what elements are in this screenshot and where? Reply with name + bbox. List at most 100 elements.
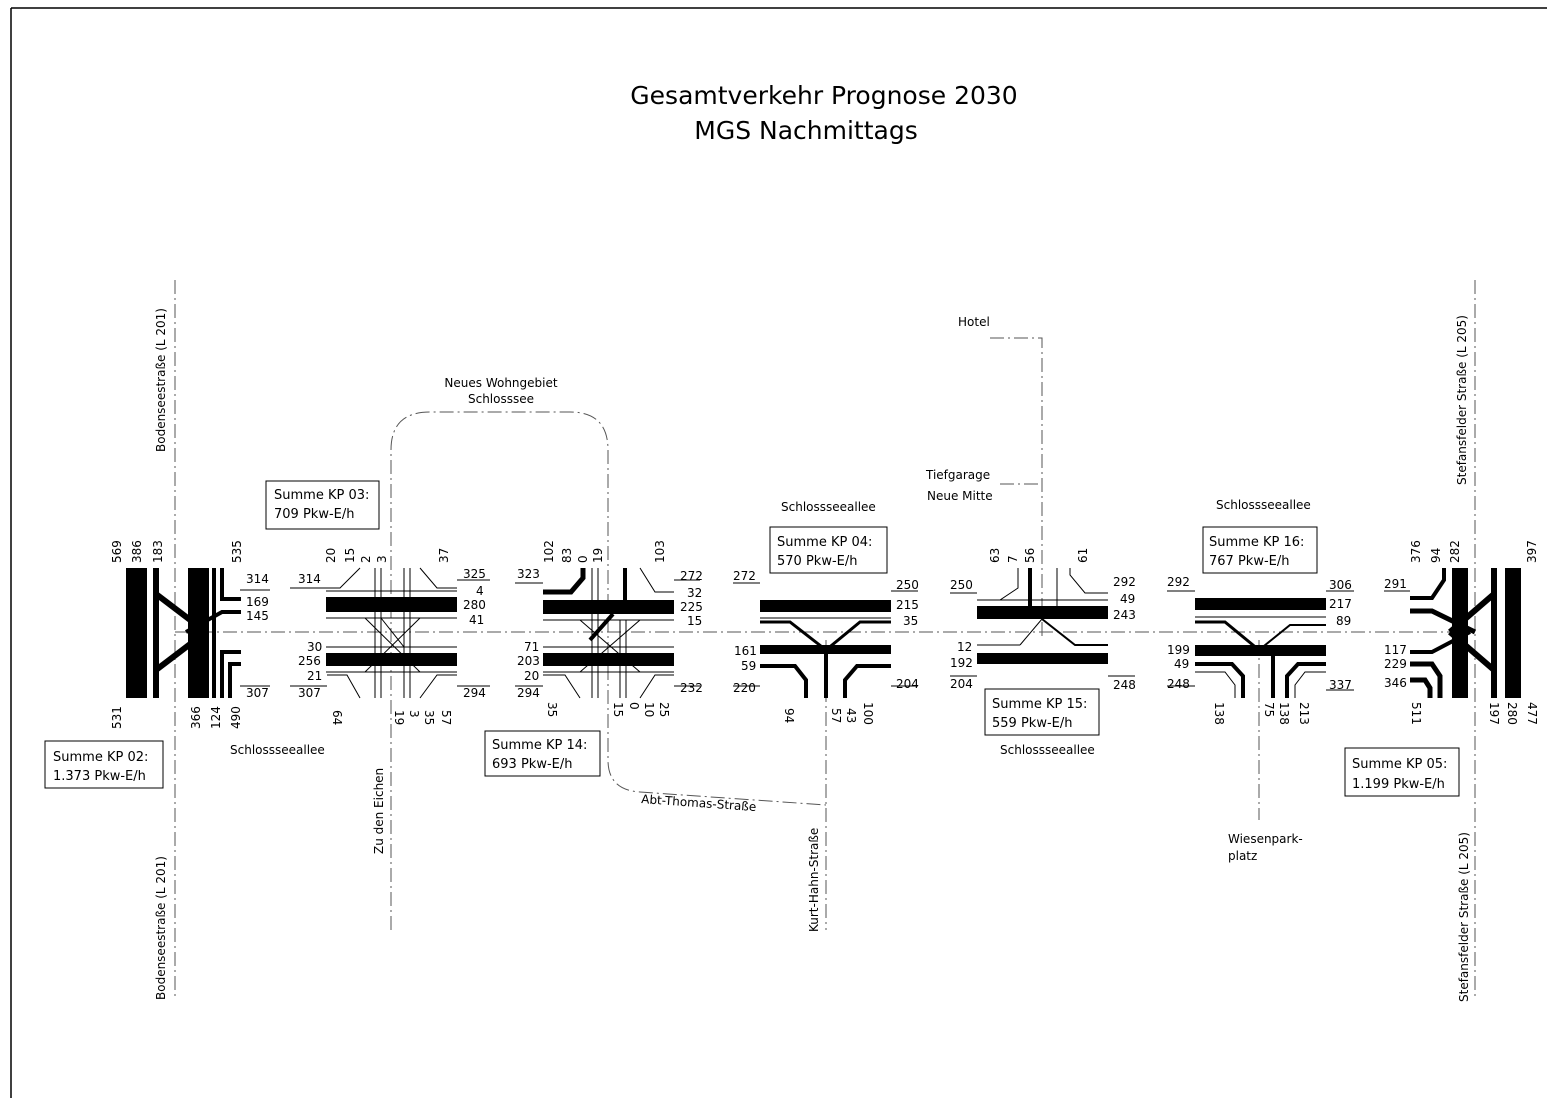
kp03-num-3b: 3 bbox=[407, 710, 421, 718]
sum-box-kp16: Summe KP 16: 767 Pkw-E/h bbox=[1202, 526, 1318, 574]
kp03-num-21: 21 bbox=[307, 669, 322, 683]
kp02-num-124: 124 bbox=[209, 706, 223, 729]
kp16-num-337: 337 bbox=[1329, 678, 1352, 692]
kp05-sum-line2: 1.199 Pkw-E/h bbox=[1352, 777, 1445, 792]
kp14-num-294: 294 bbox=[517, 686, 540, 700]
kp04-num-43: 43 bbox=[844, 708, 858, 723]
kp02-num-183: 183 bbox=[151, 540, 165, 563]
kp04-num-220: 220 bbox=[733, 681, 756, 695]
kp04-num-57: 57 bbox=[829, 708, 843, 723]
kp15-num-248: 248 bbox=[1113, 678, 1136, 692]
kp05-bar-south-in bbox=[1505, 568, 1521, 698]
kp04-num-35: 35 bbox=[903, 614, 918, 628]
kp14-num-323: 323 bbox=[517, 567, 540, 581]
sum-box-kp15: Summe KP 15: 559 Pkw-E/h bbox=[984, 688, 1100, 736]
kp14-num-203: 203 bbox=[517, 654, 540, 668]
kp15-num-192: 192 bbox=[950, 656, 973, 670]
label-neues-wohngebiet-1: Neues Wohngebiet bbox=[444, 376, 557, 390]
kp05-num-511: 511 bbox=[1409, 702, 1423, 725]
kp05-sum-line1: Summe KP 05: bbox=[1352, 757, 1447, 772]
kp03-sum-line1: Summe KP 03: bbox=[274, 488, 369, 503]
label-schlosssee-kp04: Schlossseeallee bbox=[781, 500, 876, 514]
kp03-num-57: 57 bbox=[439, 710, 453, 725]
kp02-num-531: 531 bbox=[110, 706, 124, 729]
wohngebiet-abt-thomas-axis bbox=[390, 411, 827, 806]
kp05-num-94: 94 bbox=[1429, 548, 1443, 563]
junction-kp14 bbox=[515, 567, 700, 699]
kp02-bar-north-in bbox=[126, 568, 147, 698]
kp03-num-280: 280 bbox=[463, 598, 486, 612]
kp15-num-250: 250 bbox=[950, 578, 973, 592]
kp03-num-294: 294 bbox=[463, 686, 486, 700]
kp02-num-314: 314 bbox=[246, 572, 269, 586]
sum-box-kp03: Summe KP 03: 709 Pkw-E/h bbox=[265, 480, 380, 530]
label-abt-thomas: Abt-Thomas-Straße bbox=[641, 792, 757, 814]
kp02-sum-line1: Summe KP 02: bbox=[53, 750, 148, 765]
kp05-num-117: 117 bbox=[1384, 643, 1407, 657]
kp15-num-63: 63 bbox=[988, 548, 1002, 563]
road-centerlines bbox=[174, 280, 1476, 1000]
kp14-num-19: 19 bbox=[591, 548, 605, 563]
kp14-diag bbox=[588, 612, 615, 642]
diagram-title-line1: Gesamtverkehr Prognose 2030 bbox=[630, 81, 1017, 110]
kp14-bar-west bbox=[543, 653, 674, 666]
kp03-num-41: 41 bbox=[469, 613, 484, 627]
kp15-num-61: 61 bbox=[1076, 548, 1090, 563]
junction-kp02 bbox=[126, 568, 270, 698]
kp02-num-145: 145 bbox=[246, 609, 269, 623]
kp05-bar-north-in bbox=[1452, 568, 1468, 698]
kp02-num-366: 366 bbox=[189, 706, 203, 729]
kp04-num-161: 161 bbox=[734, 644, 757, 658]
kp05-num-229: 229 bbox=[1384, 657, 1407, 671]
kp15-bar-east bbox=[977, 606, 1108, 619]
kp02-east-mid bbox=[185, 610, 241, 634]
kp02-east-bottom2 bbox=[228, 662, 241, 698]
kp04-num-94: 94 bbox=[782, 708, 796, 723]
kp03-num-307: 307 bbox=[298, 686, 321, 700]
kp16-num-306: 306 bbox=[1329, 578, 1352, 592]
label-schlosssee-kp02: Schlossseeallee bbox=[230, 743, 325, 757]
kp16-num-217: 217 bbox=[1329, 597, 1352, 611]
kp03-num-37: 37 bbox=[437, 548, 451, 563]
kp15-num-49: 49 bbox=[1120, 592, 1135, 606]
kp14-sum-line2: 693 Pkw-E/h bbox=[492, 757, 572, 772]
kp14-num-25: 25 bbox=[657, 702, 671, 717]
sum-box-kp02: Summe KP 02: 1.373 Pkw-E/h bbox=[44, 740, 164, 789]
kp03-num-325: 325 bbox=[463, 567, 486, 581]
kp16-bar-east bbox=[1195, 598, 1326, 610]
kp16-bar-west bbox=[1195, 645, 1326, 656]
kp14-num-225: 225 bbox=[680, 600, 703, 614]
label-kurt-hahn: Kurt-Hahn-Straße bbox=[807, 828, 821, 932]
kp14-sum-line1: Summe KP 14: bbox=[492, 738, 587, 753]
kp14-num-0: 0 bbox=[576, 555, 590, 563]
kp05-num-197: 197 bbox=[1487, 702, 1501, 725]
label-schlosssee-kp16: Schlossseeallee bbox=[1216, 498, 1311, 512]
label-tiefgarage-2: Neue Mitte bbox=[927, 489, 993, 503]
kp15-num-12: 12 bbox=[957, 640, 972, 654]
kp15-num-7: 7 bbox=[1006, 555, 1020, 563]
kp14-num-232: 232 bbox=[680, 681, 703, 695]
kp04-south-right bbox=[843, 664, 891, 698]
kp14-num-15b: 15 bbox=[611, 702, 625, 717]
kp15-sum-line2: 559 Pkw-E/h bbox=[992, 716, 1072, 731]
junction-kp05 bbox=[1384, 568, 1521, 698]
kp16-num-292: 292 bbox=[1167, 575, 1190, 589]
kp03-num-4: 4 bbox=[476, 584, 484, 598]
hotel-axis bbox=[990, 337, 1043, 640]
kp05-num-346: 346 bbox=[1384, 676, 1407, 690]
kp03-bar-east bbox=[326, 597, 457, 612]
label-wiesenpark-2: platz bbox=[1228, 849, 1257, 863]
kp02-bar-south-in bbox=[188, 568, 209, 698]
label-zu-den-eichen: Zu den Eichen bbox=[372, 768, 386, 854]
kp14-num-83: 83 bbox=[560, 548, 574, 563]
junction-kp15 bbox=[950, 568, 1135, 677]
kp14-num-10: 10 bbox=[642, 702, 656, 717]
kp15-num-56: 56 bbox=[1023, 548, 1037, 563]
label-neues-wohngebiet-2: Schlosssee bbox=[468, 392, 534, 406]
kp03-num-19: 19 bbox=[392, 710, 406, 725]
kp16-num-89: 89 bbox=[1336, 614, 1351, 628]
sum-box-kp05: Summe KP 05: 1.199 Pkw-E/h bbox=[1344, 747, 1460, 797]
kp02-num-535: 535 bbox=[230, 540, 244, 563]
